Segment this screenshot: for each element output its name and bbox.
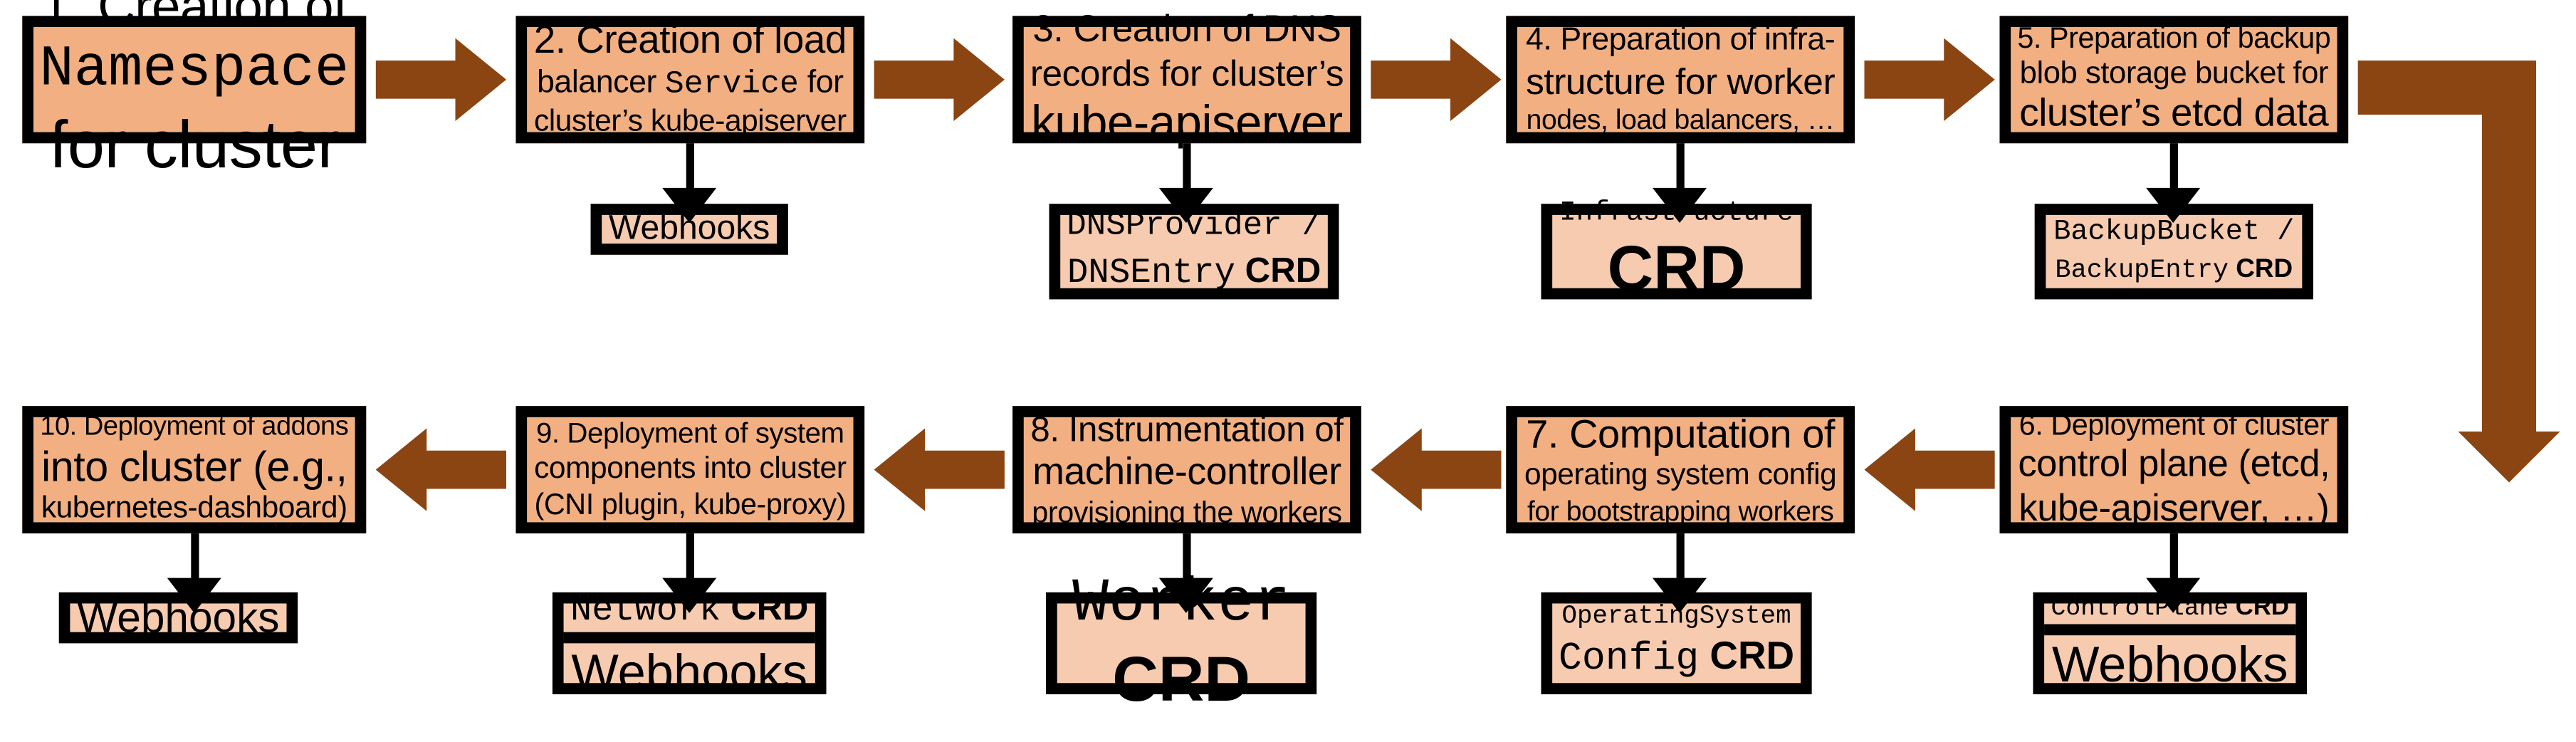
attachment-box-9-network[interactable]: Network CRD Webhooks [552, 587, 827, 700]
step-1-line-2: Namespace [39, 36, 350, 103]
flow-arrow-2-to-3 [874, 35, 1005, 124]
attachment-segment-webhooks: Webhooks [563, 631, 815, 703]
flow-arrow-4-to-5 [1864, 35, 1995, 124]
step-10-line-3: kubernetes-dashboard) [41, 492, 347, 526]
step-6-line-2: control plane (etcd, [2018, 443, 2330, 485]
flow-arrow-6-to-7 [1864, 425, 1995, 514]
connector-arrowhead-step-10 [167, 578, 221, 613]
flow-arrow-8-to-9 [874, 425, 1005, 514]
flow-arrow-3-to-4 [1371, 35, 1502, 124]
step-2-line-3: cluster’s kube-apiserver [533, 105, 847, 139]
connector-line-step-6 [2169, 533, 2178, 585]
connector-line-step-5 [2169, 143, 2178, 194]
attachment-crd-tag: CRD [2229, 593, 2289, 621]
step-7-line-1: 7. Computation of [1526, 412, 1835, 457]
step-10-line-2: into cluster (e.g., [41, 443, 347, 491]
attachment-box-5-backupbucket[interactable]: BackupBucket / BackupEntry CRD [2034, 204, 2313, 300]
connector-arrowhead-step-7 [1653, 578, 1707, 613]
attachment-crd-tag: CRD [1699, 636, 1795, 679]
attachment-label-webhooks: Webhooks [2051, 634, 2288, 692]
step-box-7[interactable]: 7. Computation of operating system confi… [1506, 406, 1855, 534]
attachment-box-3-dns[interactable]: DNSProvider / DNSEntry CRD [1049, 204, 1339, 300]
attachment-code: ControlPlane [2051, 593, 2229, 622]
attachment-label-2: BackupEntry CRD [2055, 251, 2293, 286]
step-8-line-3: provisioning the workers [1032, 495, 1342, 529]
step-box-9[interactable]: 9. Deployment of system components into … [515, 406, 865, 534]
step-box-8[interactable]: 8. Instrumentation of machine-controller… [1012, 406, 1361, 534]
step-box-5[interactable]: 5. Preparation of backup blob storage bu… [1999, 16, 2349, 144]
attachment-code: BackupEntry [2055, 254, 2229, 286]
step-8-line-2: machine-controller [1032, 450, 1341, 493]
step-5-line-1: 5. Preparation of backup [2017, 21, 2331, 55]
step-2-line-2-a: balancer [536, 66, 665, 101]
attachment-label-webhooks: Webhooks [571, 642, 807, 700]
step-box-6[interactable]: 6. Deployment of cluster control plane (… [1999, 406, 2349, 534]
flow-arrow-7-to-8 [1371, 425, 1502, 514]
step-5-line-3: cluster’s etcd data [2019, 92, 2329, 135]
step-box-2[interactable]: 2. Creation of load balancer Service for… [515, 16, 865, 144]
connector-arrowhead-step-8 [1158, 578, 1213, 613]
attachment-crd-tag: CRD [1235, 249, 1321, 290]
connector-line-step-10 [191, 533, 199, 585]
flow-arrow-5-to-6-elbow [2357, 35, 2576, 496]
attachment-box-10-webhooks[interactable]: Webhooks [58, 592, 298, 644]
step-3-line-3: kube-apiserver [1031, 96, 1343, 150]
step-box-3[interactable]: 3. Creation of DNS records for cluster’s… [1012, 8, 1361, 150]
step-9-line-1: 9. Deployment of system [535, 417, 844, 450]
step-7-line-3: for bootstrapping workers [1527, 494, 1834, 527]
step-8-line-1: 8. Instrumentation of [1030, 409, 1344, 449]
step-4-line-2: structure for worker [1526, 60, 1836, 102]
connector-arrowhead-step-5 [2146, 187, 2201, 224]
attachment-label-2: Config CRD [1559, 633, 1794, 684]
step-4-line-1: 4. Preparation of infra- [1526, 23, 1836, 58]
step-5-line-2: blob storage bucket for [2019, 56, 2329, 91]
flow-arrow-1-to-2 [375, 35, 507, 124]
step-2-line-2: balancer Service for [537, 64, 844, 105]
attachment-crd-tag: CRD [1112, 644, 1251, 715]
step-box-4[interactable]: 4. Preparation of infra- structure for w… [1506, 16, 1855, 144]
step-7-line-2: operating system config [1524, 459, 1837, 493]
attachment-crd-tag: CRD [721, 587, 809, 627]
step-9-line-3: (CNI plugin, kube-proxy) [534, 487, 847, 521]
attachment-code: DNSEntry [1067, 252, 1236, 293]
connector-arrowhead-step-3 [1158, 187, 1213, 224]
attachment-segment: OperatingSystem Config CRD [1552, 602, 1801, 684]
step-2-line-1: 2. Creation of load [533, 18, 847, 62]
connector-line-step-8 [1183, 533, 1191, 585]
attachment-label-2: DNSEntry CRD [1067, 248, 1321, 295]
attachment-box-4-infrastructure[interactable]: Infrastructure CRD [1541, 197, 1812, 303]
step-3-line-2: records for cluster’s [1030, 51, 1344, 94]
connector-line-step-4 [1676, 143, 1685, 194]
step-9-line-2: components into cluster [534, 451, 847, 485]
step-1-line-3: for cluster [49, 106, 340, 182]
step-2-line-2-code: Service [664, 67, 799, 105]
connector-arrowhead-step-4 [1653, 187, 1707, 224]
attachment-code: Config [1558, 639, 1700, 682]
step-2-line-2-b: for [798, 66, 844, 101]
connector-line-step-3 [1183, 143, 1191, 194]
step-10-line-1: 10. Deployment of addons [40, 411, 349, 441]
attachment-segment: BackupBucket / BackupEntry CRD [2046, 215, 2302, 288]
step-4-line-3: nodes, load balancers, … [1526, 103, 1835, 136]
attachment-crd-tag: CRD [1607, 233, 1746, 303]
connector-arrowhead-step-6 [2146, 578, 2201, 613]
step-3-line-1: 3. Creation of DNS [1032, 7, 1341, 50]
connector-line-step-2 [686, 143, 694, 194]
connector-line-step-7 [1676, 533, 1685, 585]
connector-arrowhead-step-9 [662, 578, 717, 613]
step-box-1[interactable]: 1. Creation of Namespace for cluster [22, 0, 367, 181]
flow-arrow-9-to-10 [375, 425, 507, 514]
step-6-line-3: kube-apiserver, …) [2019, 487, 2330, 529]
step-1-line-1: 1. Creation of [41, 0, 347, 35]
attachment-crd-tag: CRD [2228, 254, 2293, 283]
step-box-10[interactable]: 10. Deployment of addons into cluster (e… [22, 406, 367, 534]
attachment-segment-webhooks: Webhooks [2044, 623, 2296, 694]
step-6-line-1: 6. Deployment of cluster [2019, 408, 2330, 442]
connector-arrowhead-step-2 [662, 187, 717, 224]
connector-line-step-9 [686, 533, 694, 585]
